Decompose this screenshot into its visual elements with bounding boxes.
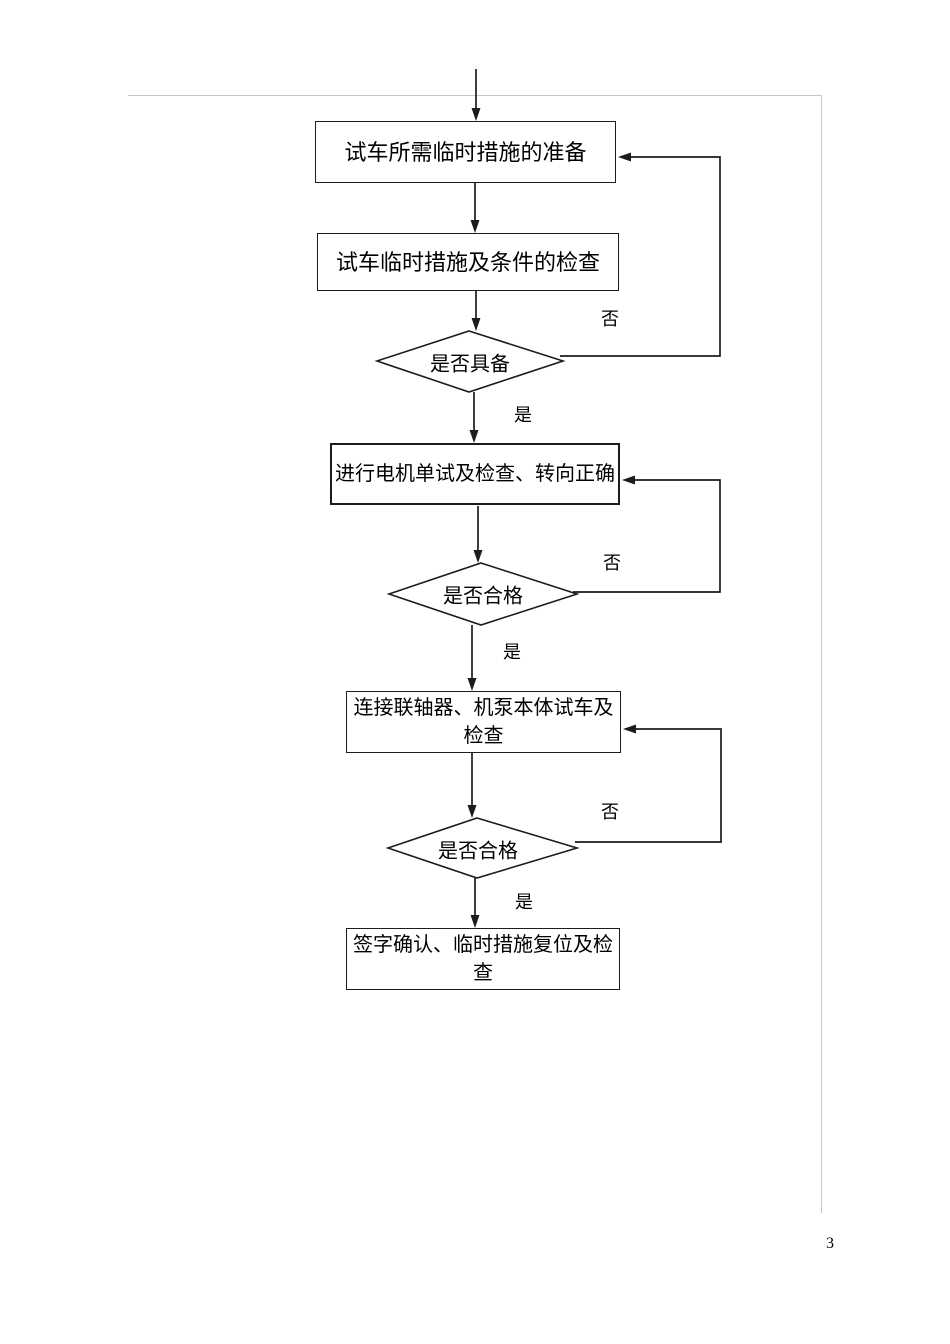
edge-qualified1-to-coupling: [467, 625, 477, 691]
text-boundary-top: [128, 95, 822, 96]
edge-label-yes-2: 是: [503, 642, 521, 662]
flow-step-coupling: 连接联轴器、机泵本体试车及检查: [346, 691, 621, 753]
edge-label-no-2: 否: [603, 553, 621, 573]
edge-label-no-1: 否: [601, 309, 619, 329]
flow-step-check: 试车临时措施及条件的检查: [317, 233, 619, 291]
page-number: 3: [826, 1235, 834, 1252]
edge-prep-to-check: [470, 183, 480, 233]
decision-ready-label: 是否具备: [430, 353, 510, 376]
edge-label-yes-1: 是: [514, 405, 532, 425]
flow-step-prep: 试车所需临时措施的准备: [315, 121, 616, 183]
edge-qualified2-to-coupling-loop: [575, 724, 722, 843]
decision-qualified2-shape: [385, 817, 580, 879]
flow-step-motor-test: 进行电机单试及检查、转向正确: [330, 443, 620, 505]
edge-qualified1-to-motor-loop: [573, 475, 721, 593]
text-boundary-right: [821, 95, 822, 1213]
edge-check-to-ready: [471, 291, 481, 331]
edge-entry-arrow: [471, 69, 481, 121]
edge-coupling-to-qualified2: [467, 753, 477, 818]
edge-motor-to-qualified1: [473, 506, 483, 563]
edge-qualified2-to-sign: [470, 878, 480, 928]
flow-step-sign-off: 签字确认、临时措施复位及检查: [346, 928, 620, 990]
decision-ready-shape: [374, 330, 566, 393]
edge-label-no-3: 否: [601, 802, 619, 822]
decision-qualified1-label: 是否合格: [443, 585, 523, 608]
edge-ready-to-prep-loop: [560, 152, 721, 357]
edge-ready-to-motor: [469, 392, 479, 443]
decision-qualified1-shape: [386, 562, 580, 626]
decision-qualified2-label: 是否合格: [438, 840, 518, 863]
edge-label-yes-3: 是: [515, 892, 533, 912]
